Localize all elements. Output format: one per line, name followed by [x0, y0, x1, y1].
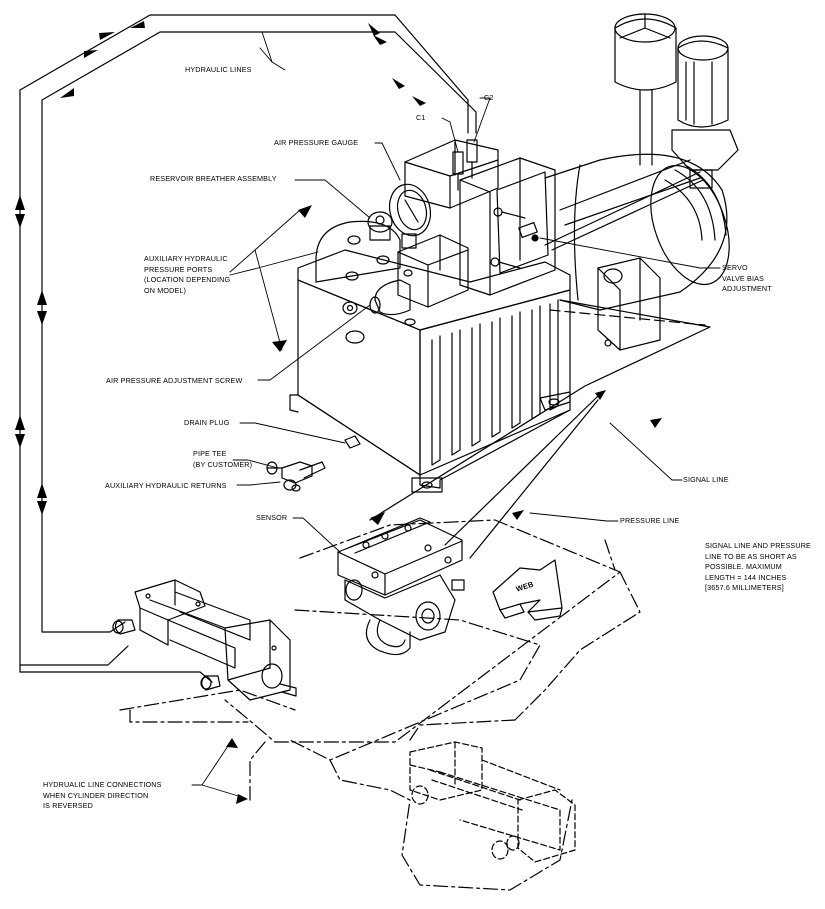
label-pipe-tee: PIPE TEE (BY CUSTOMER) [193, 449, 253, 469]
leader-lines [191, 31, 721, 799]
arrow [15, 214, 25, 228]
arrow [392, 78, 405, 89]
label-hyd-connections: HYDRUALIC LINE CONNECTIONS WHEN CYLINDER… [43, 780, 162, 810]
arrow [37, 311, 47, 325]
manifold-block [404, 139, 499, 209]
flow-arrows [15, 21, 426, 515]
dash-dot-lines [119, 519, 641, 891]
arrow [37, 501, 47, 515]
arrow [368, 23, 380, 36]
control-box [597, 257, 661, 351]
arrow [37, 483, 47, 498]
motor [544, 153, 730, 311]
servo-valve [459, 157, 556, 296]
label-air-pressure-gauge: AIR PRESSURE GAUGE [274, 138, 359, 147]
label-servo-bias: SERVO VALVE BIAS ADJUSTMENT [722, 263, 772, 293]
breather-and-gauge [367, 183, 432, 249]
side-port [342, 301, 358, 315]
pipe-tee [266, 461, 326, 492]
hydraulic-lines [19, 14, 477, 683]
arrow [373, 35, 387, 45]
accumulator-tanks [614, 13, 739, 189]
label-hydraulic-lines: HYDRAULIC LINES [185, 65, 252, 74]
arrow [37, 290, 47, 305]
arrow [412, 96, 426, 106]
hydraulic-cylinder [112, 579, 297, 701]
arrow [15, 434, 25, 448]
label-signal-line: SIGNAL LINE [683, 475, 729, 484]
label-sensor: SENSOR [256, 513, 288, 522]
label-reservoir-breather: RESERVOIR BREATHER ASSEMBLY [150, 174, 277, 183]
reservoir-body [289, 249, 571, 493]
label-c1: C1 [416, 113, 426, 122]
arrow [99, 32, 115, 40]
sensor [337, 517, 465, 656]
label-drain-plug: DRAIN PLUG [184, 418, 230, 427]
reservoir-dome [315, 220, 401, 283]
label-air-adjust-screw: AIR PRESSURE ADJUSTMENT SCREW [106, 376, 243, 385]
label-aux-returns: AUXILIARY HYDRAULIC RETURNS [105, 481, 227, 490]
arrow [60, 88, 74, 98]
label-aux-ports: AUXILIARY HYDRAULIC PRESSURE PORTS (LOCA… [144, 254, 231, 295]
arrow [130, 21, 145, 28]
signal-pressure-lines [369, 299, 711, 559]
air-regulator [369, 234, 469, 326]
leader-arrowheads [226, 205, 312, 804]
cooling-fins [431, 299, 559, 466]
web-arrow [492, 559, 563, 621]
label-note: SIGNAL LINE AND PRESSURE LINE TO BE AS S… [705, 541, 811, 592]
arrow [84, 50, 98, 58]
line-arrows [370, 390, 662, 525]
label-pressure-line: PRESSURE LINE [620, 516, 680, 525]
arrow [15, 195, 25, 210]
label-c2: C2 [484, 93, 494, 102]
arrow [15, 415, 25, 430]
phantom-cylinder [409, 741, 576, 863]
hydraulic-line-inner [41, 31, 477, 633]
